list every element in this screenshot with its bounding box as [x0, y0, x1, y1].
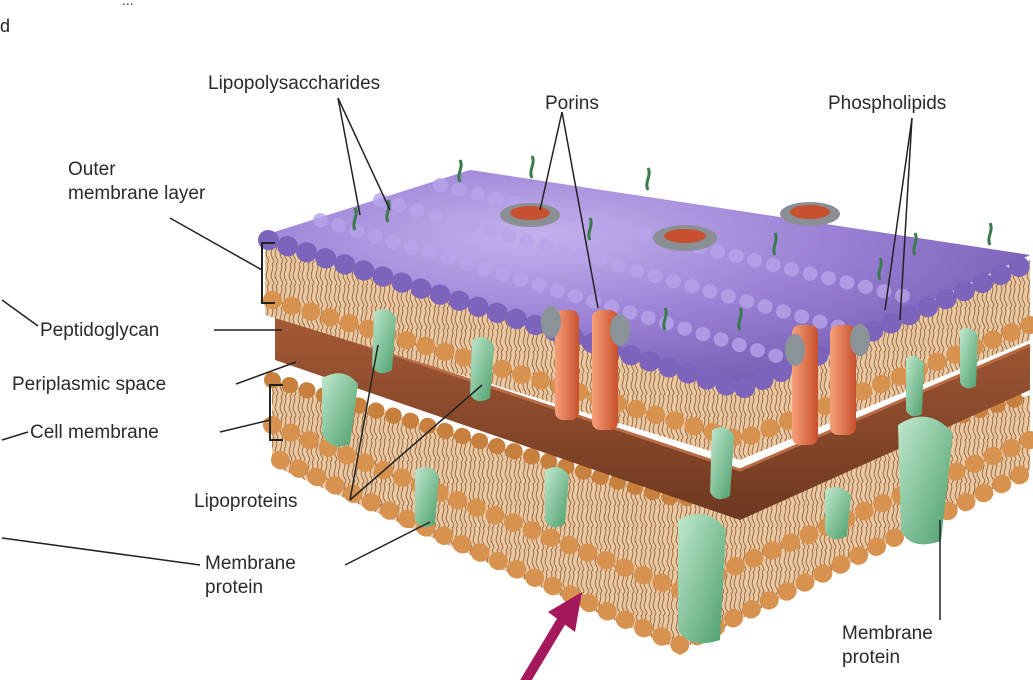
- label-membrane-protein-right: Membrane protein: [842, 622, 933, 670]
- leader-lps-a: [338, 98, 360, 215]
- figure-letter: d: [0, 14, 10, 38]
- label-periplasmic-space: Periplasmic space: [12, 373, 166, 397]
- top-partial-text: ...: [122, 0, 134, 12]
- label-membrane-protein-left: Membrane protein: [205, 552, 296, 600]
- leader-peptidoglycan-left: [2, 300, 38, 326]
- leader-cell-membrane: [220, 420, 270, 432]
- leader-cell-membrane-left: [2, 432, 28, 440]
- label-outer-membrane: Outer membrane layer: [68, 158, 205, 206]
- label-cell-membrane: Cell membrane: [30, 421, 159, 445]
- label-lipoproteins: Lipoproteins: [194, 490, 298, 514]
- pointer-arrow: [520, 592, 582, 680]
- label-lipopolysaccharides: Lipopolysaccharides: [208, 72, 380, 96]
- label-porins: Porins: [545, 92, 599, 116]
- leader-membrane-protein-left: [345, 522, 430, 565]
- label-peptidoglycan: Peptidoglycan: [40, 319, 159, 343]
- leader-outer-membrane: [170, 218, 262, 270]
- leader-lps-b: [338, 98, 390, 210]
- label-phospholipids: Phospholipids: [828, 92, 946, 116]
- leader-membrane-protein-far-left: [2, 538, 200, 565]
